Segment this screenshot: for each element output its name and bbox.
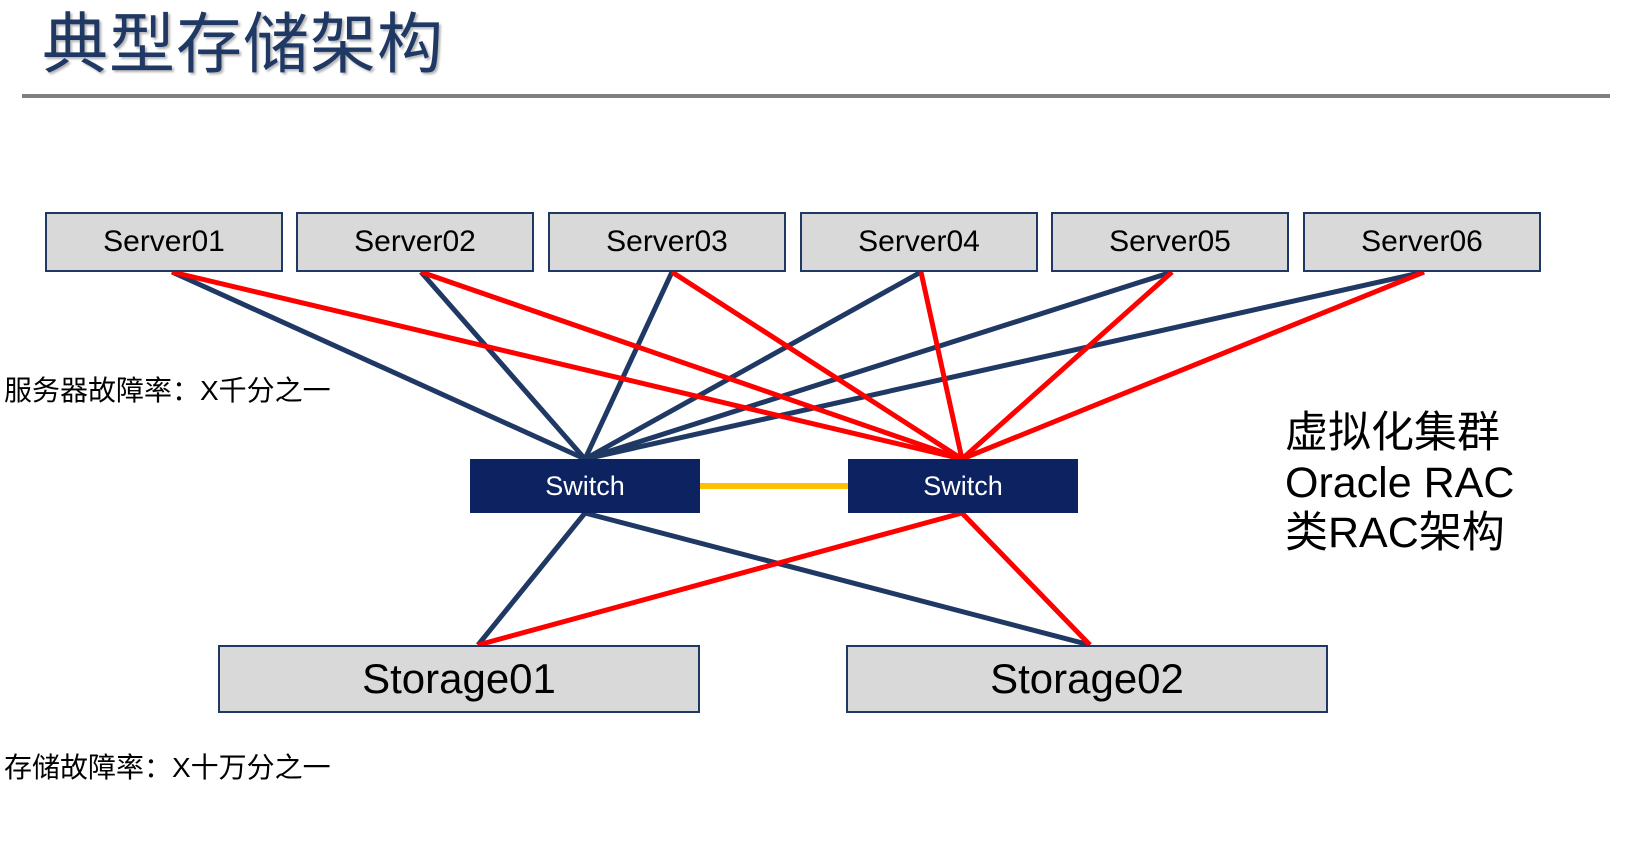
switch-node-switch-right[interactable]: Switch bbox=[848, 459, 1078, 513]
link-server02-to-switch-left bbox=[419, 270, 587, 461]
link-server06-to-switch-right bbox=[961, 269, 1425, 462]
cluster-note-line-2: Oracle RAC bbox=[1285, 459, 1515, 507]
server-node-server01[interactable]: Server01 bbox=[45, 212, 283, 272]
link-group-servers-to-left-switch bbox=[170, 269, 1425, 462]
server-node-server02[interactable]: Server02 bbox=[296, 212, 534, 272]
switch-node-switch-left[interactable]: Switch bbox=[470, 459, 700, 513]
server-node-label: Server05 bbox=[1109, 225, 1231, 258]
server-node-label: Server06 bbox=[1361, 225, 1483, 258]
link-server02-to-switch-right bbox=[420, 269, 963, 462]
link-group-servers-to-right-switch bbox=[171, 269, 1425, 462]
page-title: 典型存储架构 bbox=[42, 7, 444, 81]
link-server05-to-switch-left bbox=[584, 269, 1173, 462]
link-server01-to-switch-right bbox=[171, 269, 963, 462]
link-server05-to-switch-right bbox=[960, 270, 1174, 461]
server-node-label: Server01 bbox=[103, 225, 225, 258]
server-node-server03[interactable]: Server03 bbox=[548, 212, 786, 272]
storage-node-label: Storage02 bbox=[990, 655, 1184, 702]
storage-node-storage01[interactable]: Storage01 bbox=[218, 645, 700, 713]
switch-node-label: Switch bbox=[923, 470, 1003, 501]
storage-node-label: Storage01 bbox=[362, 655, 556, 702]
cluster-note: 虚拟化集群 Oracle RAC 类RAC架构 bbox=[1285, 408, 1514, 558]
server-failure-rate-note: 服务器故障率：X千分之一 bbox=[4, 375, 331, 406]
link-switch-left-to-storage01 bbox=[476, 511, 587, 647]
storage-failure-rate-note: 存储故障率：X十万分之一 bbox=[4, 752, 331, 783]
link-switch-left-to-storage02 bbox=[584, 510, 1091, 648]
link-server03-to-switch-right bbox=[670, 269, 964, 462]
cluster-note-line-1: 虚拟化集群 bbox=[1285, 409, 1500, 457]
link-group-switches-to-storage bbox=[476, 510, 1092, 648]
link-switch-right-to-storage01 bbox=[477, 510, 963, 648]
link-server04-to-switch-left bbox=[583, 269, 923, 462]
link-server01-to-switch-left bbox=[170, 269, 587, 462]
server-node-server05[interactable]: Server05 bbox=[1051, 212, 1289, 272]
server-node-label: Server04 bbox=[858, 225, 980, 258]
switch-node-label: Switch bbox=[545, 470, 625, 501]
title-divider bbox=[22, 94, 1610, 98]
server-node-server04[interactable]: Server04 bbox=[800, 212, 1038, 272]
cluster-note-line-3: 类RAC架构 bbox=[1285, 509, 1505, 557]
link-server06-to-switch-left bbox=[584, 269, 1425, 462]
storage-node-storage02[interactable]: Storage02 bbox=[846, 645, 1328, 713]
server-node-server06[interactable]: Server06 bbox=[1303, 212, 1541, 272]
title-block: 典型存储架构 bbox=[0, 0, 1632, 104]
link-server04-to-switch-right bbox=[918, 271, 965, 460]
server-node-label: Server03 bbox=[606, 225, 728, 258]
server-node-label: Server02 bbox=[354, 225, 476, 258]
link-switch-right-to-storage02 bbox=[960, 511, 1092, 647]
link-server03-to-switch-left bbox=[582, 270, 675, 461]
